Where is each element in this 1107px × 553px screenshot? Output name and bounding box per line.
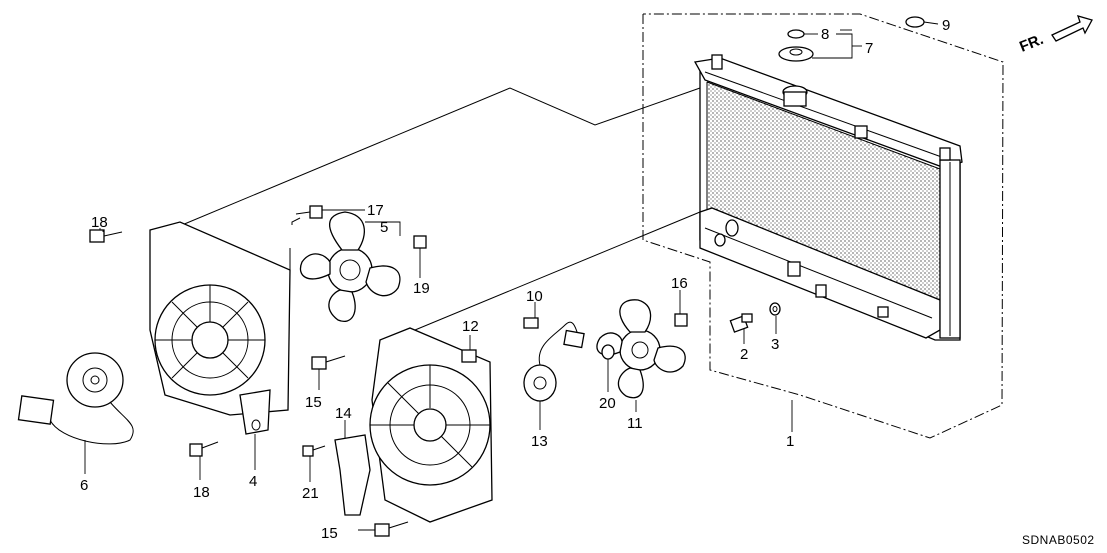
- callout-20: 20: [599, 395, 616, 412]
- callout-15-upper: 15: [305, 394, 322, 411]
- callout-10: 10: [526, 288, 543, 305]
- fan-shroud-left: [149, 221, 291, 435]
- callout-18-lower: 18: [193, 484, 210, 501]
- fan-shroud-right: [369, 327, 493, 523]
- callout-9: 9: [942, 17, 950, 34]
- callout-6: 6: [80, 477, 88, 494]
- callout-21: 21: [302, 485, 319, 502]
- diagram-code: SDNAB0502: [1022, 533, 1095, 547]
- callout-11: 11: [627, 415, 643, 432]
- radiator: [693, 54, 963, 341]
- callout-4: 4: [249, 473, 257, 490]
- callout-7: 7: [865, 40, 873, 57]
- fan-blade-left: [299, 211, 401, 322]
- callout-16: 16: [671, 275, 688, 292]
- front-direction-indicator: FR.: [1017, 15, 1093, 56]
- callout-17: 17: [367, 202, 384, 219]
- callout-14: 14: [335, 405, 352, 422]
- callouts: 1 2 3 4 5 6 7 8 9 10 11 12 13 14 15 15 1…: [80, 17, 950, 542]
- callout-13: 13: [531, 433, 548, 450]
- callout-5: 5: [380, 219, 388, 236]
- callout-15-lower: 15: [321, 525, 338, 542]
- callout-2: 2: [740, 346, 748, 363]
- leader-lines: [84, 21, 939, 531]
- fan-motor-right: [523, 317, 585, 402]
- fan-motor-left: [17, 352, 134, 445]
- callout-12: 12: [462, 318, 479, 335]
- callout-8: 8: [821, 26, 829, 43]
- callout-19: 19: [413, 280, 430, 297]
- cap-and-seal-parts: [729, 16, 925, 333]
- callout-18-upper: 18: [91, 214, 108, 231]
- fan-blade-right: [596, 299, 686, 399]
- callout-1: 1: [786, 433, 794, 450]
- callout-3: 3: [771, 336, 779, 353]
- front-label: FR.: [1017, 31, 1046, 56]
